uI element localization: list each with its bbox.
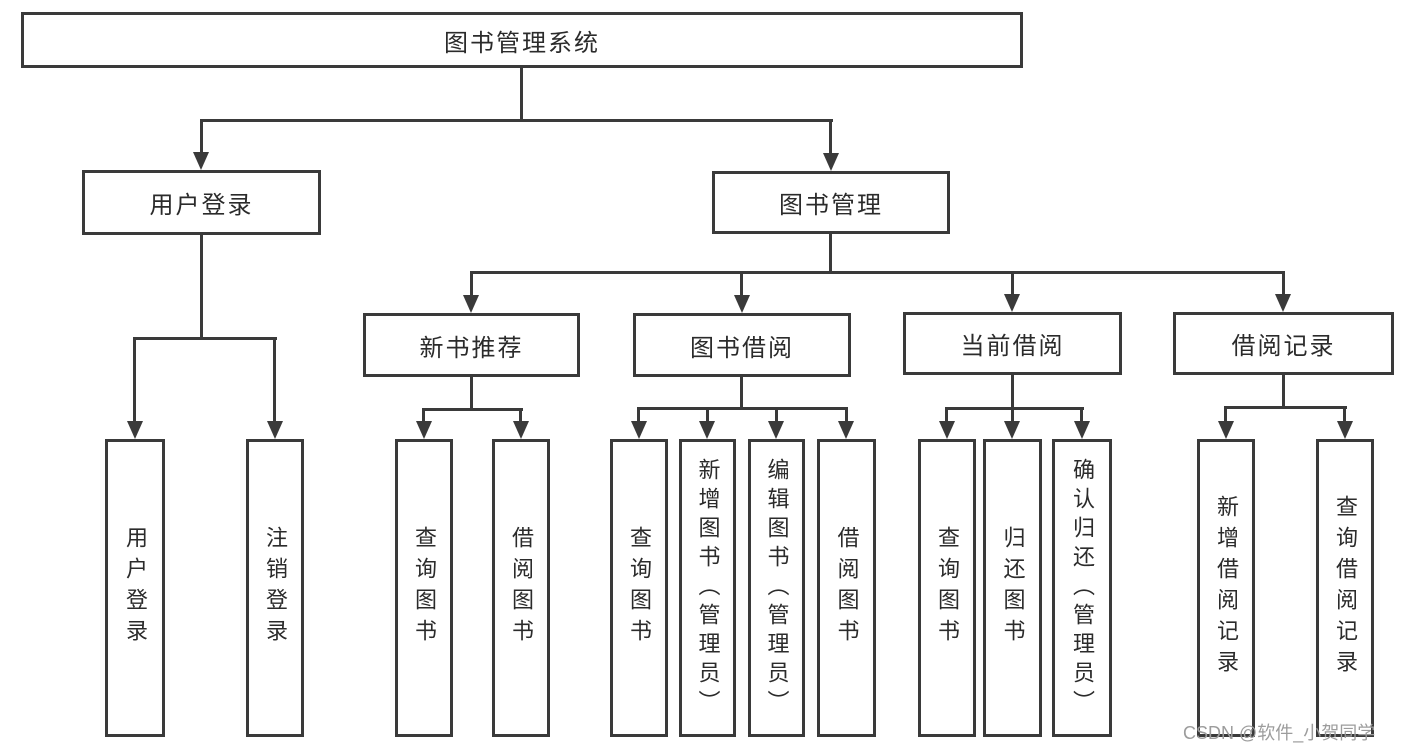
leaf-records-add: 新增借阅记录	[1197, 439, 1255, 737]
connector-segment	[1011, 271, 1014, 297]
leaf-records-query-label: 查询借阅记录	[1333, 495, 1358, 681]
arrow-head	[1074, 421, 1090, 439]
leaf-borrow-edit: 编辑图书（管理员）	[748, 439, 805, 737]
leaf-borrow-query: 查询图书	[610, 439, 668, 737]
leaf-user-login-label: 用户登录	[123, 526, 148, 650]
connector-segment	[133, 337, 277, 340]
leaf-logout: 注销登录	[246, 439, 304, 737]
leaf-borrow-edit-label: 编辑图书（管理员）	[764, 457, 790, 719]
leaf-newbook-query: 查询图书	[395, 439, 453, 737]
connector-segment	[200, 235, 203, 339]
arrow-head	[699, 421, 715, 439]
arrow-head	[734, 295, 750, 313]
node-root: 图书管理系统	[21, 12, 1023, 68]
connector-segment	[1343, 406, 1346, 423]
connector-segment	[706, 407, 709, 423]
leaf-borrow-add: 新增图书（管理员）	[679, 439, 736, 737]
arrow-head	[416, 421, 432, 439]
arrow-head	[127, 421, 143, 439]
leaf-newbook-borrow: 借阅图书	[492, 439, 550, 737]
node-current-borrow-label: 当前借阅	[960, 333, 1065, 360]
connector-segment	[470, 377, 473, 410]
connector-segment	[1282, 271, 1285, 297]
connector-segment	[470, 271, 473, 298]
arrow-head	[1337, 421, 1353, 439]
connector-segment	[775, 407, 778, 423]
leaf-borrow-query-label: 查询图书	[627, 526, 652, 650]
arrow-head	[631, 421, 647, 439]
node-book-management-label: 图书管理	[779, 192, 883, 219]
node-new-book-recommend: 新书推荐	[363, 313, 580, 377]
connector-segment	[519, 408, 522, 423]
connector-segment	[422, 408, 523, 411]
connector-segment	[1011, 407, 1014, 423]
connector-segment	[133, 337, 136, 423]
node-book-borrow-label: 图书借阅	[690, 334, 794, 362]
leaf-borrow-add-label: 新增图书（管理员）	[695, 457, 721, 719]
leaf-records-query: 查询借阅记录	[1316, 439, 1374, 737]
leaf-logout-label: 注销登录	[263, 526, 288, 650]
node-book-management: 图书管理	[712, 171, 950, 234]
connector-segment	[845, 407, 848, 423]
connector-segment	[1282, 375, 1285, 408]
node-user-login-label: 用户登录	[149, 192, 254, 219]
leaf-current-query-label: 查询图书	[935, 526, 960, 650]
connector-segment	[470, 271, 1285, 274]
connector-segment	[945, 407, 948, 423]
leaf-user-login: 用户登录	[105, 439, 165, 737]
leaf-current-confirm: 确认归还（管理员）	[1052, 439, 1112, 737]
connector-segment	[1224, 406, 1227, 423]
arrow-head	[1218, 421, 1234, 439]
node-user-login: 用户登录	[82, 170, 321, 235]
node-root-label: 图书管理系统	[444, 29, 600, 57]
arrow-head	[939, 421, 955, 439]
arrow-head	[1004, 294, 1020, 312]
node-new-book-recommend-label: 新书推荐	[419, 334, 524, 362]
leaf-records-add-label: 新增借阅记录	[1214, 495, 1239, 681]
arrow-head	[838, 421, 854, 439]
connector-segment	[740, 271, 743, 298]
connector-segment	[200, 119, 203, 155]
connector-segment	[829, 119, 832, 156]
connector-segment	[273, 337, 276, 423]
leaf-current-query: 查询图书	[918, 439, 976, 737]
arrow-head	[1275, 294, 1291, 312]
node-borrow-records-label: 借阅记录	[1231, 333, 1336, 360]
connector-segment	[422, 408, 425, 423]
arrow-head	[513, 421, 529, 439]
connector-segment	[520, 66, 523, 121]
node-borrow-records: 借阅记录	[1173, 312, 1394, 375]
leaf-current-return: 归还图书	[983, 439, 1042, 737]
watermark-text: CSDN @软件_小贺同学	[1183, 723, 1376, 743]
connector-segment	[200, 119, 833, 122]
connector-segment	[740, 377, 743, 410]
node-book-borrow: 图书借阅	[633, 313, 851, 377]
leaf-newbook-query-label: 查询图书	[412, 526, 437, 650]
leaf-current-confirm-label: 确认归还（管理员）	[1070, 457, 1095, 719]
connector-segment	[1011, 375, 1014, 409]
leaf-current-return-label: 归还图书	[1000, 526, 1026, 650]
arrow-head	[823, 153, 839, 171]
connector-segment	[945, 407, 1084, 410]
connector-segment	[1080, 407, 1083, 423]
leaf-newbook-borrow-label: 借阅图书	[509, 526, 534, 650]
connector-segment	[637, 407, 848, 410]
connector-segment	[829, 234, 832, 274]
leaf-borrow-borrow-label: 借阅图书	[834, 526, 860, 650]
arrow-head	[463, 295, 479, 313]
arrow-head	[1004, 421, 1020, 439]
node-current-borrow: 当前借阅	[903, 312, 1122, 375]
arrow-head	[267, 421, 283, 439]
leaf-borrow-borrow: 借阅图书	[817, 439, 876, 737]
arrow-head	[768, 421, 784, 439]
arrow-head	[193, 152, 209, 170]
connector-segment	[637, 407, 640, 423]
connector-segment	[1224, 406, 1347, 409]
